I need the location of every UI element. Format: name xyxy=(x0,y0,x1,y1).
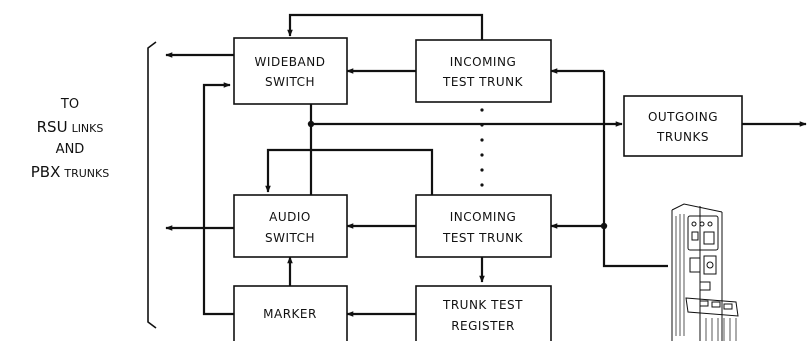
svg-text:INCOMING: INCOMING xyxy=(450,210,517,224)
block-incoming-test-trunk-top: INCOMING TEST TRUNK xyxy=(415,39,552,103)
svg-text:AUDIO: AUDIO xyxy=(269,210,311,224)
block-marker: MARKER xyxy=(233,285,348,341)
block-outgoing-trunks: OUTGOING TRUNKS xyxy=(623,95,743,157)
junction-dot xyxy=(600,222,608,230)
svg-text:OUTGOING: OUTGOING xyxy=(648,110,718,124)
block-audio-switch: AUDIO SWITCH xyxy=(233,194,348,258)
block-incoming-test-trunk-bottom: INCOMING TEST TRUNK xyxy=(415,194,552,258)
svg-text:TEST TRUNK: TEST TRUNK xyxy=(442,231,524,245)
wire-marker-to-wideband xyxy=(202,82,234,316)
svg-text:MARKER: MARKER xyxy=(263,307,317,321)
svg-text:AND: AND xyxy=(56,142,85,157)
svg-text:TRUNKS: TRUNKS xyxy=(656,130,709,144)
svg-text:SWITCH: SWITCH xyxy=(265,231,315,245)
svg-text:TRUNK TEST: TRUNK TEST xyxy=(442,298,523,312)
svg-text:TEST TRUNK: TEST TRUNK xyxy=(442,75,524,89)
svg-text:REGISTER: REGISTER xyxy=(451,319,515,333)
svg-text:WIDEBAND: WIDEBAND xyxy=(255,55,326,69)
block-wideband-switch: WIDEBAND SWITCH xyxy=(233,37,348,105)
test-console-illustration xyxy=(671,203,739,341)
wire-top-loop xyxy=(287,13,484,40)
wire-itt-bottom-loop xyxy=(265,148,434,195)
svg-text:INCOMING: INCOMING xyxy=(450,55,517,69)
svg-text:SWITCH: SWITCH xyxy=(265,75,315,89)
block-trunk-test-register: TRUNK TEST REGISTER xyxy=(415,285,552,341)
svg-text:TO: TO xyxy=(60,97,79,112)
connections xyxy=(165,13,807,317)
left-bracket xyxy=(147,41,157,329)
junction-dot xyxy=(307,120,315,128)
wire-right-bus xyxy=(602,71,668,268)
ellipsis-dots xyxy=(480,108,484,187)
